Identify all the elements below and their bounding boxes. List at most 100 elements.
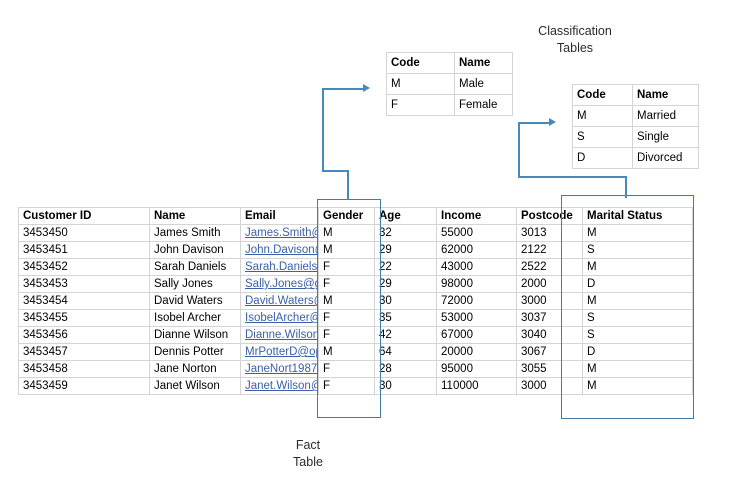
gender-connector-segment xyxy=(347,170,349,200)
marital-code-cell: S xyxy=(573,127,633,148)
table-row: 3453451John DavisonJohn.Davison@gmail.co… xyxy=(19,242,693,259)
table-row: F Female xyxy=(387,95,513,116)
fact-cell-name: Dennis Potter xyxy=(150,344,241,361)
fact-cell-email: David.Waters@gmail.com xyxy=(241,293,319,310)
fact-header-income: Income xyxy=(437,208,517,225)
fact-cell-email: MrPotterD@optus.com xyxy=(241,344,319,361)
table-row: 3453453Sally JonesSally.Jones@gmail.comF… xyxy=(19,276,693,293)
fact-cell-age: 32 xyxy=(375,225,437,242)
email-link[interactable]: JaneNort1987@gmail.com xyxy=(245,362,319,376)
fact-cell-email: Dianne.Wilson@gmail.com xyxy=(241,327,319,344)
email-link[interactable]: Sally.Jones@gmail.com xyxy=(245,277,319,291)
gender-name-cell: Male xyxy=(455,74,513,95)
fact-cell-age: 30 xyxy=(375,293,437,310)
fact-cell-income: 67000 xyxy=(437,327,517,344)
gender-classification-table: Code Name M Male F Female xyxy=(386,52,513,116)
fact-cell-customer-id: 3453453 xyxy=(19,276,150,293)
fact-cell-gender: F xyxy=(319,276,375,293)
gender-header-code: Code xyxy=(387,53,455,74)
email-link[interactable]: MrPotterD@optus.com xyxy=(245,345,319,359)
fact-cell-marital-status: S xyxy=(583,310,693,327)
fact-cell-email: Janet.Wilson@gmail.com xyxy=(241,378,319,395)
gender-table-grid: Code Name M Male F Female xyxy=(386,52,513,116)
fact-cell-postcode: 2122 xyxy=(517,242,583,259)
email-link[interactable]: David.Waters@gmail.com xyxy=(245,294,319,308)
fact-cell-income: 43000 xyxy=(437,259,517,276)
fact-header-email: Email xyxy=(241,208,319,225)
fact-header-gender: Gender xyxy=(319,208,375,225)
table-row: 3453456Dianne WilsonDianne.Wilson@gmail.… xyxy=(19,327,693,344)
fact-cell-gender: F xyxy=(319,259,375,276)
gender-connector-segment xyxy=(322,170,348,172)
fact-header-postcode: Postcode xyxy=(517,208,583,225)
email-link[interactable]: Dianne.Wilson@gmail.com xyxy=(245,328,319,342)
email-link[interactable]: Sarah.Daniels@gmail.com xyxy=(245,260,319,274)
fact-cell-postcode: 3000 xyxy=(517,378,583,395)
fact-cell-age: 42 xyxy=(375,327,437,344)
email-link[interactable]: Janet.Wilson@gmail.com xyxy=(245,379,319,393)
marital-connector-arrow-icon xyxy=(549,118,556,126)
table-row: M Married xyxy=(573,106,699,127)
fact-cell-age: 35 xyxy=(375,310,437,327)
marital-status-classification-table: Code Name M Married S Single D Divorced xyxy=(572,84,699,169)
fact-cell-income: 98000 xyxy=(437,276,517,293)
fact-cell-customer-id: 3453457 xyxy=(19,344,150,361)
fact-cell-age: 64 xyxy=(375,344,437,361)
fact-cell-age: 28 xyxy=(375,361,437,378)
marital-connector-segment xyxy=(518,122,550,124)
fact-header-age: Age xyxy=(375,208,437,225)
marital-connector-segment xyxy=(518,176,626,178)
fact-cell-name: Isobel Archer xyxy=(150,310,241,327)
fact-cell-email: John.Davison@gmail.com xyxy=(241,242,319,259)
marital-code-cell: M xyxy=(573,106,633,127)
fact-cell-income: 110000 xyxy=(437,378,517,395)
fact-table: Customer ID Name Email Gender Age Income… xyxy=(18,207,693,395)
gender-connector-segment xyxy=(322,88,364,90)
fact-cell-email: JaneNort1987@gmail.com xyxy=(241,361,319,378)
marital-header-code: Code xyxy=(573,85,633,106)
fact-cell-gender: F xyxy=(319,310,375,327)
fact-cell-postcode: 3055 xyxy=(517,361,583,378)
fact-cell-name: Jane Norton xyxy=(150,361,241,378)
fact-header-marital-status: Marital Status xyxy=(583,208,693,225)
table-row: M Male xyxy=(387,74,513,95)
fact-cell-marital-status: D xyxy=(583,276,693,293)
fact-cell-postcode: 3000 xyxy=(517,293,583,310)
fact-cell-age: 29 xyxy=(375,276,437,293)
fact-cell-gender: M xyxy=(319,293,375,310)
fact-cell-email: IsobelArcher@gmail.com xyxy=(241,310,319,327)
fact-cell-income: 95000 xyxy=(437,361,517,378)
fact-cell-gender: F xyxy=(319,361,375,378)
gender-name-cell: Female xyxy=(455,95,513,116)
table-row: 3453450James SmithJames.Smith@gmail.comM… xyxy=(19,225,693,242)
fact-cell-age: 30 xyxy=(375,378,437,395)
email-link[interactable]: IsobelArcher@gmail.com xyxy=(245,311,319,325)
fact-cell-age: 22 xyxy=(375,259,437,276)
fact-cell-age: 29 xyxy=(375,242,437,259)
table-row: S Single xyxy=(573,127,699,148)
table-row: 3453459Janet WilsonJanet.Wilson@gmail.co… xyxy=(19,378,693,395)
email-link[interactable]: John.Davison@gmail.com xyxy=(245,243,319,257)
gender-connector-arrow-icon xyxy=(363,84,370,92)
table-row: 3453454David WatersDavid.Waters@gmail.co… xyxy=(19,293,693,310)
classification-tables-caption: Classification Tables xyxy=(505,23,645,57)
marital-name-cell: Divorced xyxy=(633,148,699,169)
table-row: 3453455Isobel ArcherIsobelArcher@gmail.c… xyxy=(19,310,693,327)
fact-cell-income: 53000 xyxy=(437,310,517,327)
fact-cell-gender: M xyxy=(319,242,375,259)
marital-connector-segment xyxy=(625,176,627,198)
fact-cell-marital-status: D xyxy=(583,344,693,361)
gender-header-name: Name xyxy=(455,53,513,74)
table-row: 3453457Dennis PotterMrPotterD@optus.comM… xyxy=(19,344,693,361)
fact-cell-customer-id: 3453458 xyxy=(19,361,150,378)
fact-cell-income: 20000 xyxy=(437,344,517,361)
table-row: 3453458Jane Norton JaneNort1987@gmail.com… xyxy=(19,361,693,378)
fact-cell-income: 62000 xyxy=(437,242,517,259)
gender-code-cell: F xyxy=(387,95,455,116)
fact-cell-customer-id: 3453454 xyxy=(19,293,150,310)
marital-name-cell: Married xyxy=(633,106,699,127)
gender-connector-segment xyxy=(322,88,324,171)
email-link[interactable]: James.Smith@gmail.com xyxy=(245,226,319,240)
fact-cell-income: 55000 xyxy=(437,225,517,242)
